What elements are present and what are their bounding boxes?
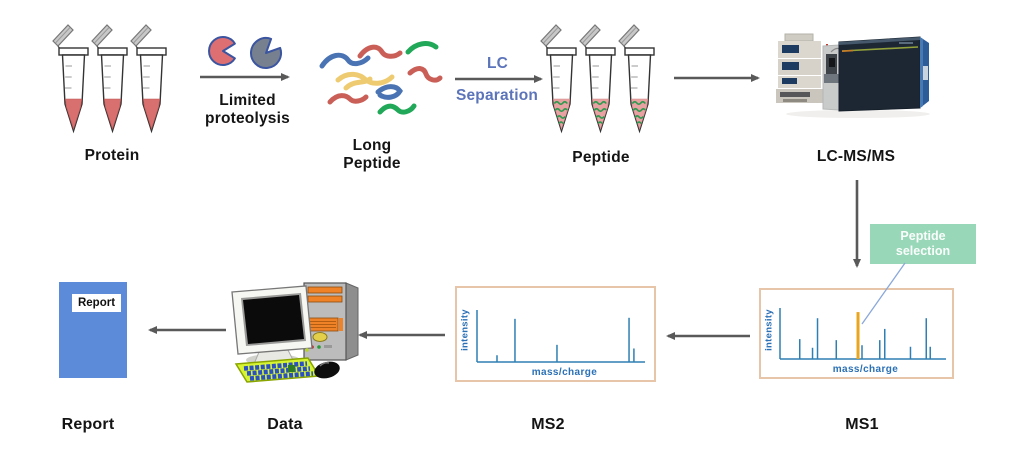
protease-enzymes-illustration — [208, 36, 282, 69]
report-document-title: Report — [72, 294, 121, 312]
enzyme-gray-icon — [250, 37, 282, 69]
ion-source-section — [822, 44, 842, 111]
peptide-tube — [540, 24, 577, 132]
ms2-x-axis-label: mass/charge — [531, 367, 598, 378]
computer-illustration — [231, 282, 359, 383]
peptide-tube — [618, 24, 655, 132]
protein-tube — [52, 24, 89, 132]
peptide-tubes-illustration — [540, 24, 655, 132]
mass-spec-housing — [838, 36, 929, 112]
long-peptide-squiggles-illustration — [319, 41, 443, 115]
instrument-shadow — [786, 110, 930, 118]
hplc-stack — [776, 33, 828, 103]
peptide-selection-callout: Peptide selection — [870, 224, 976, 264]
ms1-x-axis-label: mass/charge — [832, 364, 899, 375]
computer-monitor — [231, 285, 313, 366]
ms1-spectrum-plot — [779, 308, 946, 360]
ms2-spectrum-plot — [476, 310, 645, 363]
long-peptide-line2: Peptide — [343, 154, 401, 172]
report-document: Report — [59, 282, 127, 378]
report-label: Report — [61, 416, 115, 433]
peptide-tube — [579, 24, 616, 132]
limited-proteolysis-line1: Limited — [219, 92, 276, 109]
protein-tubes-illustration — [52, 24, 167, 132]
peptide-label: Peptide — [572, 149, 630, 166]
long-peptide-label: Long Peptide — [322, 137, 422, 172]
peptide-selection-line1: Peptide — [900, 229, 946, 243]
computer-tower — [303, 282, 359, 361]
computer-mouse — [314, 361, 340, 379]
lcms-instrument-illustration — [776, 33, 930, 118]
enzyme-red-icon — [208, 36, 236, 66]
limited-proteolysis-label: Limited proteolysis — [195, 92, 300, 127]
protein-tube — [91, 24, 128, 132]
lc-label: LC — [486, 55, 509, 72]
protein-tube — [130, 24, 167, 132]
peptide-selection-line2: selection — [895, 244, 951, 258]
ms2-spectrum-panel: intensity mass/charge — [455, 286, 656, 382]
ms1-spectrum-panel: intensity mass/charge — [759, 288, 954, 379]
ms1-label: MS1 — [845, 416, 879, 433]
separation-label: Separation — [455, 87, 539, 104]
lcmsms-label: LC-MS/MS — [816, 148, 896, 165]
data-label: Data — [267, 416, 303, 433]
ms2-label: MS2 — [531, 416, 565, 433]
long-peptide-line1: Long — [352, 137, 392, 154]
protein-label: Protein — [84, 147, 140, 164]
limited-proteolysis-line2: proteolysis — [205, 109, 290, 127]
